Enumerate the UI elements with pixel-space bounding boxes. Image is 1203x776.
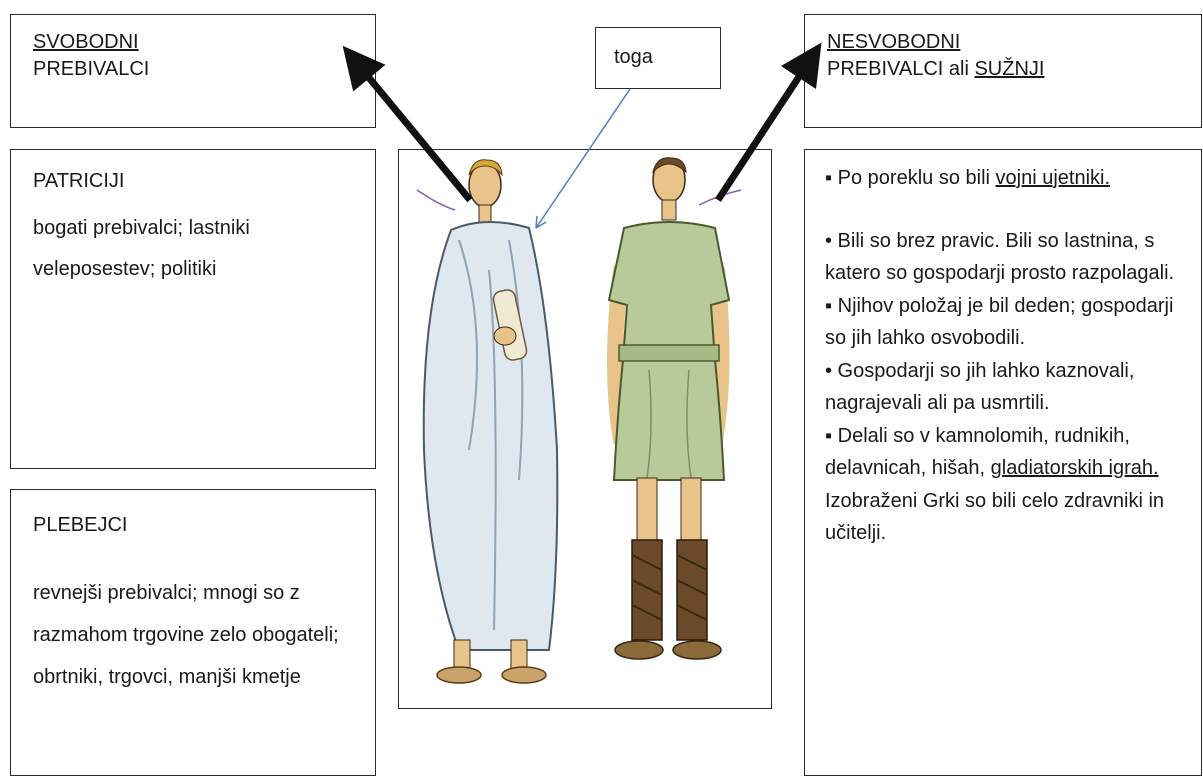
slave-fact-origin-text: ▪ Po poreklu so bili: [825, 167, 996, 189]
free-heading-line2: PREBIVALCI: [33, 58, 150, 80]
unfree-heading-line2: PREBIVALCI ali SUŽNJI: [827, 56, 1044, 82]
slave-figure: [607, 157, 742, 660]
slave-fact-educated: Izobraženi Grki so bili celo zdravniki i…: [825, 489, 1165, 545]
unfree-inhabitants-box: NESVOBODNI PREBIVALCI ali SUŽNJI: [804, 14, 1202, 128]
illustration-box: [398, 149, 772, 709]
slaves-facts-list: ▪ Po poreklu so bili vojni ujetniki. • B…: [825, 162, 1195, 550]
war-prisoners-text: vojni ujetniki.: [995, 167, 1111, 189]
slave-fact-punishment: • Gospodarji so jih lahko kaznovali, nag…: [825, 359, 1135, 415]
slaves-description-box: ▪ Po poreklu so bili vojni ujetniki. • B…: [804, 149, 1202, 776]
slave-fact-origin: ▪ Po poreklu so bili vojni ujetniki.: [825, 162, 1195, 195]
free-heading-line1: SVOBODNI: [33, 31, 139, 53]
roman-citizens-illustration: [416, 157, 742, 684]
unfree-heading-prefix: PREBIVALCI ali: [827, 58, 975, 80]
slave-fact-work-text: ▪ Delali so v kamnolomih, rudnikih, dela…: [825, 424, 1130, 480]
patricians-title: PATRICIJI: [33, 170, 125, 192]
plebeians-description: revnejši prebivalci; mnogi so z razmahom…: [33, 582, 339, 688]
toga-label: toga: [614, 46, 653, 68]
slave-fact-rights: • Bili so brez pravic. Bili so lastnina,…: [825, 229, 1175, 285]
gladiator-games-text: gladiatorskih igrah.: [990, 457, 1159, 479]
slaves-word: SUŽNJI: [974, 58, 1045, 80]
slave-fact-work: ▪ Delali so v kamnolomih, rudnikih, dela…: [825, 420, 1195, 485]
free-inhabitants-box: SVOBODNI PREBIVALCI: [10, 14, 376, 128]
plebeians-title: PLEBEJCI: [33, 514, 128, 536]
unfree-heading-line1: NESVOBODNI: [827, 31, 961, 53]
slave-fact-hereditary: ▪ Njihov položaj je bil deden; gospodarj…: [825, 294, 1174, 350]
patrician-figure: [416, 159, 559, 684]
toga-label-box: toga: [595, 27, 721, 89]
patricians-description: bogati prebivalci; lastniki veleposestev…: [33, 217, 250, 280]
plebeians-box: PLEBEJCI revnejši prebivalci; mnogi so z…: [10, 489, 376, 776]
patricians-box: PATRICIJI bogati prebivalci; lastniki ve…: [10, 149, 376, 469]
